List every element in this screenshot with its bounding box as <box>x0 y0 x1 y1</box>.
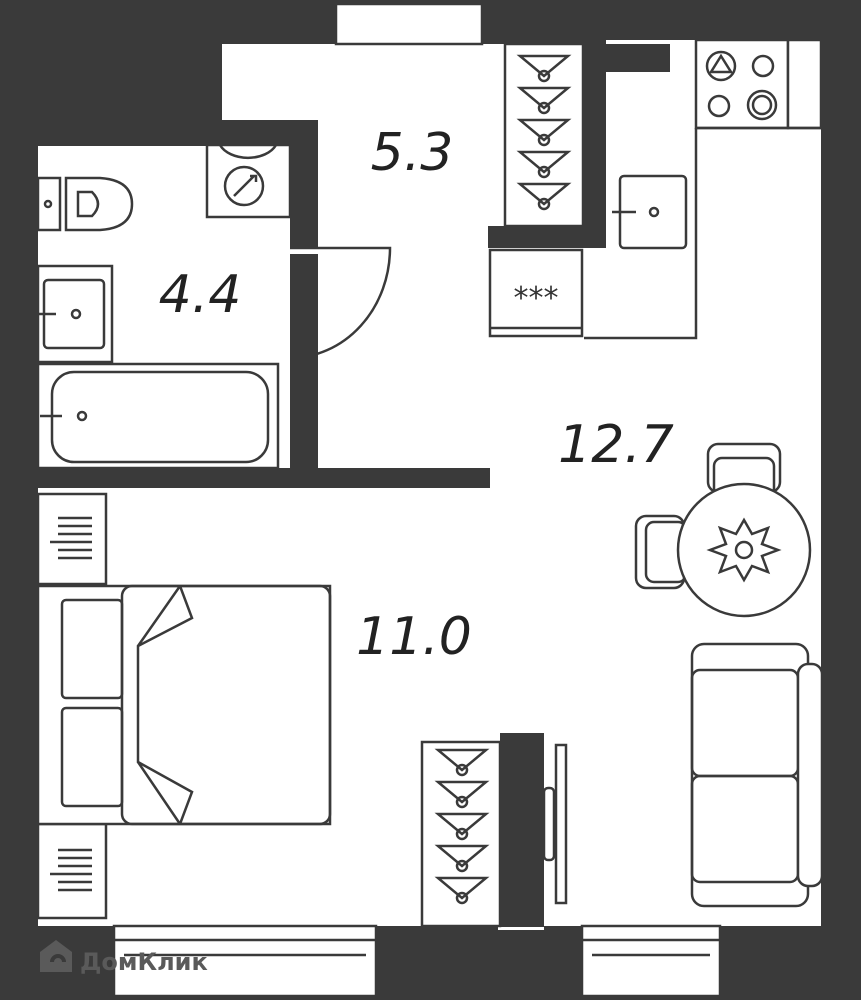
bathtub-icon <box>36 362 280 470</box>
counter-outline <box>584 128 698 340</box>
dining-table-icon <box>676 482 812 618</box>
toilet-icon <box>36 176 134 232</box>
door-swing-icon <box>289 246 392 360</box>
room-area-bathroom: 4.4 <box>159 265 242 325</box>
plant-icon <box>706 517 782 583</box>
window-icon <box>334 2 484 46</box>
door-swing-icon <box>542 743 568 905</box>
room-area-bedroom: 11.0 <box>356 607 472 667</box>
washing-machine-icon <box>205 143 292 219</box>
counter <box>786 38 823 130</box>
wardrobe-icon <box>503 42 585 228</box>
room-area-hallway: 5.3 <box>371 123 454 183</box>
nightstand-icon <box>36 492 108 586</box>
stove-icon <box>694 38 790 130</box>
fridge-label: *** <box>514 281 559 316</box>
sink-icon <box>36 264 114 364</box>
window-icon <box>580 924 722 998</box>
window-icon <box>112 924 378 998</box>
kitchen-sink-icon <box>612 174 688 250</box>
bed-icon <box>36 584 332 826</box>
watermark-text: ДомКлик <box>80 948 208 976</box>
room-area-kitchen-living: 12.7 <box>558 415 674 475</box>
nightstand-icon <box>36 822 108 920</box>
fridge-icon <box>488 248 584 338</box>
wardrobe-icon <box>420 740 502 928</box>
sofa-icon <box>690 642 824 908</box>
home-logo-icon <box>40 940 72 972</box>
